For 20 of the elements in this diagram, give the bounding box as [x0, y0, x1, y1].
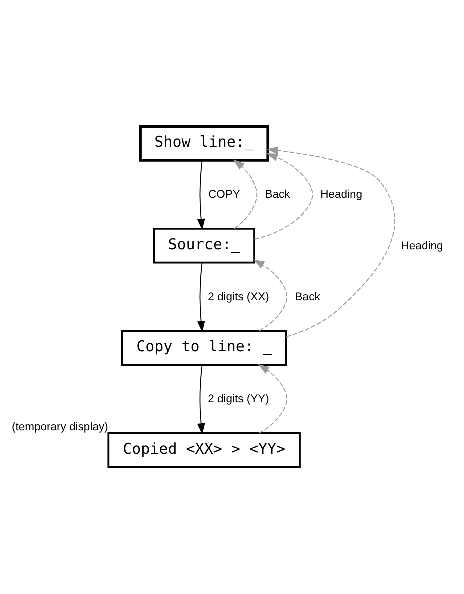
node-box: Source:_ [153, 228, 256, 264]
arrow [197, 262, 206, 333]
arrow [267, 146, 396, 338]
node-box: Copy to line: _ [121, 330, 288, 366]
arrow [197, 160, 206, 230]
arrow [234, 160, 258, 230]
arrow [253, 260, 288, 332]
node-box: Show line:_ [139, 125, 270, 162]
arrow [254, 153, 314, 240]
arrow [197, 364, 206, 435]
edge-label: Heading [320, 189, 363, 202]
edge-label: Heading [401, 240, 444, 252]
edge-label: 2 digits (YY) [208, 394, 270, 406]
edge-label: Back [265, 189, 290, 202]
arrow [258, 364, 288, 434]
edge-label: 2 digits (XX) [208, 291, 270, 304]
node-box: Copied <XX> > <YY> [108, 432, 301, 468]
edge-label: Back [295, 291, 320, 304]
node-label: (temporary display) [12, 421, 108, 434]
edge-label: COPY [208, 189, 240, 202]
